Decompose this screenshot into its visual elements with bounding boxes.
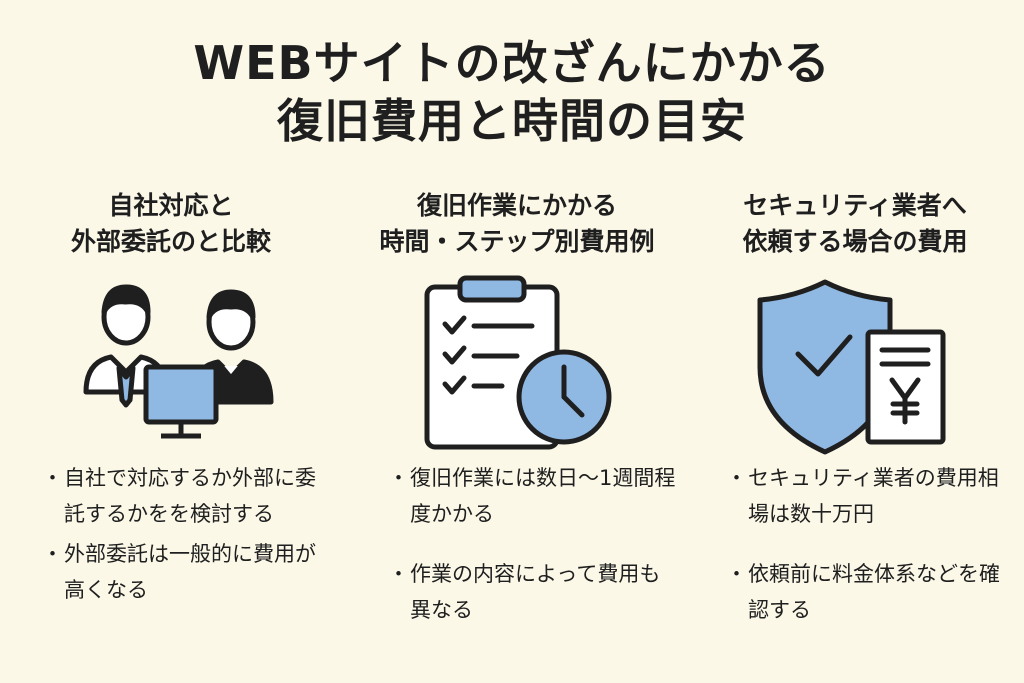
bullet-list: ・ 自社で対応するか外部に委託するかをを検討する ・ 外部委託は一般的に費用が高… — [42, 460, 332, 612]
column-heading-line-2: 外部委託のと比較 — [70, 227, 271, 256]
title-line-2: 復旧費用と時間の目安 — [277, 94, 747, 148]
column-heading-line-1: 復旧作業にかかる — [416, 191, 617, 220]
bullet-mark: ・ — [388, 562, 409, 586]
title-line-1: WEBサイトの改ざんにかかる — [193, 36, 831, 90]
bullet-item: ・ 作業の内容によって費用も異なる — [388, 556, 678, 628]
bullet-text: 外部委託は一般的に費用が高くなる — [64, 542, 316, 602]
bullet-mark: ・ — [726, 466, 747, 490]
column-security-vendor-cost: セキュリティ業者へ 依頼する場合の費用 ・ セキュリティ業者の費用相場は数十万円… — [690, 188, 1020, 622]
bullet-item: ・ 依頼前に料金体系などを確認する — [726, 556, 1016, 628]
bullet-mark: ・ — [388, 466, 409, 490]
bullet-text: 依頼前に料金体系などを確認する — [748, 562, 1000, 622]
bullet-text: 自社で対応するか外部に委託するかをを検討する — [64, 466, 316, 526]
page-title: WEBサイトの改ざんにかかる 復旧費用と時間の目安 — [0, 34, 1024, 150]
column-heading: 復旧作業にかかる 時間・ステップ別費用例 — [352, 188, 682, 260]
column-heading: 自社対応と 外部委託のと比較 — [6, 188, 336, 260]
bullet-list: ・ セキュリティ業者の費用相場は数十万円 ・ 依頼前に料金体系などを確認する — [726, 460, 1016, 632]
bullet-item: ・ 復旧作業には数日〜1週間程度かかる — [388, 460, 678, 532]
bullet-text: 復旧作業には数日〜1週間程度かかる — [410, 466, 676, 526]
column-heading-line-2: 依頼する場合の費用 — [742, 227, 968, 256]
bullet-mark: ・ — [42, 466, 63, 490]
bullet-item: ・ セキュリティ業者の費用相場は数十万円 — [726, 460, 1016, 532]
column-inhouse-vs-outsource: 自社対応と 外部委託のと比較 ・ 自社で対応するか外部に委託するかをを検討する … — [6, 188, 336, 602]
column-heading: セキュリティ業者へ 依頼する場合の費用 — [690, 188, 1020, 260]
bullet-text: 作業の内容によって費用も異なる — [410, 562, 661, 622]
bullet-mark: ・ — [726, 562, 747, 586]
bullet-mark: ・ — [42, 542, 63, 566]
shield-check-yen-document-icon — [757, 279, 946, 455]
bullet-text: セキュリティ業者の費用相場は数十万円 — [748, 466, 999, 526]
people-with-computer-icon — [83, 284, 274, 439]
column-heading-line-2: 時間・ステップ別費用例 — [379, 227, 655, 256]
clipboard-checklist-clock-icon — [424, 275, 612, 450]
bullet-item: ・ 外部委託は一般的に費用が高くなる — [42, 536, 332, 608]
column-heading-line-1: セキュリティ業者へ — [743, 191, 967, 220]
column-recovery-time-cost: 復旧作業にかかる 時間・ステップ別費用例 ・ 復旧作業には数日〜1週間程度かかる… — [352, 188, 682, 622]
bullet-list: ・ 復旧作業には数日〜1週間程度かかる ・ 作業の内容によって費用も異なる — [388, 460, 678, 632]
bullet-item: ・ 自社で対応するか外部に委託するかをを検討する — [42, 460, 332, 532]
column-heading-line-1: 自社対応と — [108, 191, 234, 220]
